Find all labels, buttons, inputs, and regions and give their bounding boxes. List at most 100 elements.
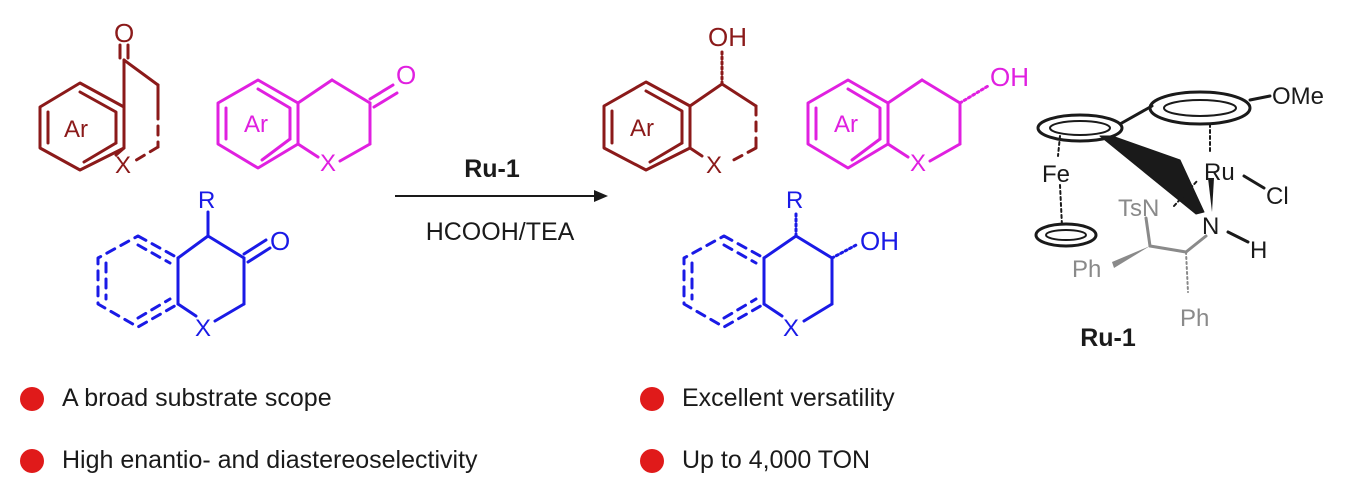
ring-bond — [762, 234, 798, 260]
cyclopentadienyl-ring-lower — [1034, 222, 1098, 248]
heteroatom-label: X — [783, 315, 799, 342]
carbonyl-oxygen: O — [270, 226, 290, 256]
catalyst-ru1-structure: Fe Ru Cl N H TsN OMe Ph Ph Ru-1 — [1034, 83, 1324, 352]
phenyl-group-right: Ph — [1180, 305, 1209, 332]
ring-bond — [928, 142, 962, 163]
ome-bond — [1248, 94, 1272, 102]
ph-wedge — [1112, 246, 1150, 268]
heteroatom-label: X — [320, 150, 336, 177]
aromatic-inner-bonds — [256, 87, 292, 141]
ring-bond — [296, 78, 334, 105]
arene-ring-inner — [1163, 99, 1237, 117]
heteroatom-label: X — [195, 315, 211, 342]
aryl-label: Ar — [630, 115, 654, 142]
fe-cp-bond — [1059, 184, 1063, 227]
aromatic-inner-bond — [136, 297, 172, 320]
substituent-label: R — [786, 187, 803, 214]
ring-bond — [688, 146, 704, 158]
methoxy-group: OMe — [1272, 83, 1324, 110]
carbonyl-double-bond — [246, 246, 272, 264]
conditions-label: HCOOH/TEA — [426, 218, 575, 246]
product-chromanol: Ar OH X — [806, 62, 1029, 177]
cp-arene-link — [1118, 104, 1154, 126]
phenyl-group-left: Ph — [1072, 256, 1101, 283]
aromatic-inner-bond — [722, 243, 758, 265]
ring-bond — [296, 142, 320, 159]
carbonyl-oxygen: O — [114, 18, 134, 48]
alcohol-label: OH — [990, 62, 1029, 92]
arrowhead — [594, 190, 608, 202]
catalyst-name: Ru-1 — [1080, 324, 1136, 352]
aromatic-inner-bond — [260, 137, 292, 162]
ring-bond — [176, 234, 210, 260]
ring-bond — [330, 78, 372, 105]
ring-bond — [213, 302, 246, 323]
substrate-4-substituted-ketone: R O X — [96, 187, 290, 342]
dashed-ring-bond — [131, 145, 160, 164]
aromatic-inner-bond — [722, 297, 758, 320]
cyclopentadienyl-ring-lower-inner — [1045, 229, 1087, 241]
alcohol-label: OH — [860, 226, 899, 256]
hashed-wedge-bond — [958, 84, 990, 105]
dashed-ring-bond — [726, 146, 758, 165]
cyclopentadienyl-ring-upper-inner — [1049, 120, 1111, 136]
carbon-carbon-bond — [1148, 244, 1188, 254]
ring-bond — [176, 302, 198, 318]
ring-bond — [886, 78, 924, 105]
ring-bond — [338, 142, 372, 163]
n-carbon-bond — [1184, 234, 1208, 254]
nitrogen-atom: N — [1202, 213, 1219, 240]
benzene-ring-dashed — [96, 234, 180, 329]
tosylamide-group: TsN — [1118, 195, 1159, 222]
ring-bond — [762, 302, 784, 318]
product-aryl-alcohol: Ar OH X — [602, 22, 758, 179]
substrate-chromanone: Ar O X — [216, 60, 416, 177]
fe-cp-bond — [1057, 135, 1061, 157]
ru-cl-bond — [1242, 174, 1266, 190]
tsn-ru-bond — [1173, 179, 1199, 207]
hashed-wedge-bond — [830, 242, 860, 260]
ruthenium-atom: Ru — [1204, 159, 1235, 186]
carbonyl-double-bond — [242, 238, 268, 256]
aromatic-inner-bonds — [78, 90, 118, 145]
substrate-aryl-ketone: Ar O X — [38, 18, 160, 179]
ru-n-wedge — [1208, 178, 1214, 212]
heteroatom-label: X — [910, 150, 926, 177]
hydrogen-atom: H — [1250, 237, 1267, 264]
cyclopentadienyl-ring-upper — [1036, 113, 1124, 143]
ring-bond — [886, 142, 910, 159]
aryl-label: Ar — [64, 116, 88, 143]
tsn-carbon-bond — [1144, 216, 1152, 248]
aromatic-inner-bonds — [846, 87, 882, 141]
catalyst-label: Ru-1 — [464, 155, 520, 183]
aromatic-inner-bond — [648, 141, 684, 164]
reaction-arrow: Ru-1 HCOOH/TEA — [395, 155, 608, 246]
ring-bond — [114, 146, 126, 157]
carbonyl-double-bond — [372, 91, 399, 109]
substituent-label: R — [198, 187, 215, 214]
benzene-ring-dashed — [682, 234, 766, 329]
ring-bond — [688, 82, 724, 108]
ring-bond — [122, 58, 160, 87]
aryl-label: Ar — [834, 111, 858, 138]
ring-bond — [206, 234, 246, 260]
heteroatom-label: X — [115, 152, 131, 179]
ph-hashed-bond — [1185, 251, 1189, 293]
product-4-substituted-alcohol: R OH X — [682, 187, 899, 342]
carbonyl-oxygen: O — [396, 60, 416, 90]
ring-bond — [920, 78, 962, 105]
aromatic-inner-bonds — [644, 89, 684, 145]
carbonyl-double-bond — [368, 83, 395, 101]
chloride-atom: Cl — [1266, 183, 1289, 210]
iron-atom: Fe — [1042, 161, 1070, 188]
ring-bond — [802, 302, 834, 323]
aromatic-inner-bond — [850, 137, 882, 162]
aryl-label: Ar — [244, 111, 268, 138]
n-h-bond — [1226, 230, 1250, 244]
aromatic-inner-bond — [136, 243, 172, 265]
heteroatom-label: X — [706, 152, 722, 179]
alcohol-label: OH — [708, 22, 747, 52]
aromatic-inner-bond — [82, 141, 118, 164]
ring-bond — [720, 82, 758, 108]
